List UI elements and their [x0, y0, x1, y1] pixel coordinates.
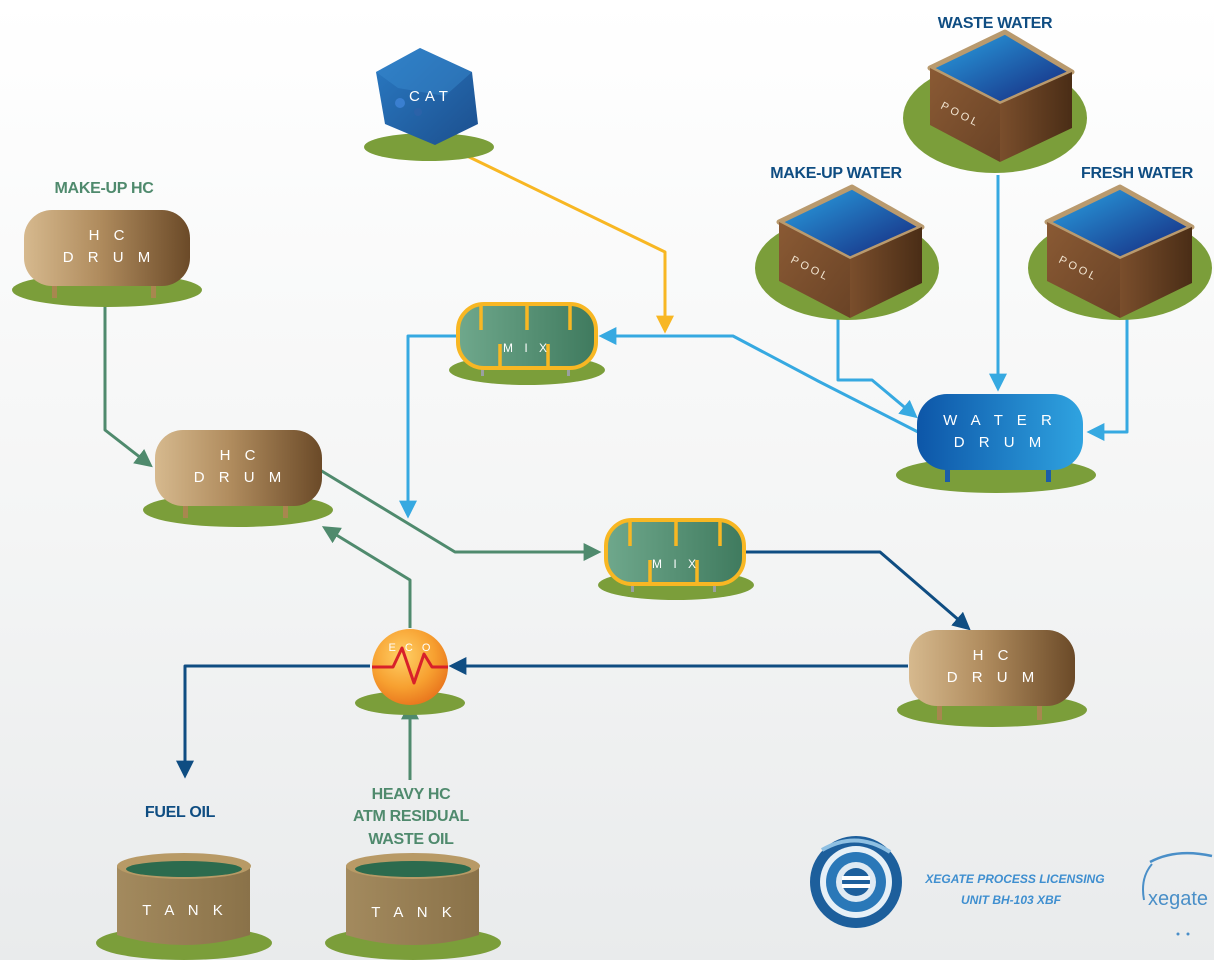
drum-label-line1: W A T E R [943, 412, 1057, 429]
drum-body [24, 210, 190, 286]
licensing-line1: XEGATE PROCESS LICENSING [924, 872, 1104, 886]
mixer-baffles [628, 522, 722, 582]
stream-labels: WASTE WATER MAKE-UP WATER FRESH WATER MA… [55, 15, 1194, 848]
hc-to-mix2-flow-line [319, 468, 602, 561]
mixer-baffles [479, 306, 572, 366]
fresh-water-flow-line [1086, 318, 1129, 441]
pool-side-wall [1120, 227, 1192, 318]
hc-drum-product: H C D R U M [897, 630, 1087, 727]
drum-body [917, 394, 1083, 470]
heavy-hc-tank: T A N K [325, 853, 501, 960]
water-drum: W A T E R D R U M [896, 394, 1096, 493]
hc-drum-main: H C D R U M [143, 430, 333, 527]
pool-side-wall [850, 227, 922, 318]
pool-front-wall [1047, 222, 1120, 318]
footer: XEGATE PROCESS LICENSING UNIT BH-103 XBF… [810, 836, 1213, 936]
fresh-water-pool: POOL [1028, 184, 1212, 320]
catalyst-flow-line [464, 153, 674, 334]
tank-label: T A N K [142, 902, 228, 919]
fuel-oil-tank: T A N K [96, 853, 272, 960]
waste-water-label: WASTE WATER [938, 15, 1053, 32]
xegate-emblem-icon [810, 836, 902, 928]
mixer-label: M I X [503, 341, 551, 355]
logo-wordmark: xegate [1148, 888, 1208, 910]
mixer-body [604, 518, 746, 586]
drum-label-line1: H C [973, 647, 1014, 664]
drum-label-line1: H C [220, 447, 261, 464]
economizer: E C O [355, 629, 465, 715]
pool-side-wall [1000, 72, 1072, 162]
drum-label-line2: D R U M [194, 469, 287, 486]
drum-label-line2: D R U M [947, 669, 1040, 686]
tank-body [346, 866, 479, 945]
drum-body [155, 430, 322, 506]
makeup-hc-drum: H C D R U M [12, 210, 202, 307]
mix1-to-mix2-flow-line [399, 334, 458, 519]
makeup-hc-flow-line [103, 305, 153, 468]
heat-exchange-icon [372, 646, 448, 685]
catalyst-unit: CAT [364, 48, 494, 161]
makeup-water-flow-line [836, 318, 918, 419]
makeup-water-label: MAKE-UP WATER [770, 165, 902, 182]
heavy-hc-label-line3: WASTE OIL [368, 831, 454, 848]
pool-front-wall [930, 68, 1000, 162]
heavy-hc-label-line1: HEAVY HC [372, 786, 452, 803]
tank-liquid [126, 861, 242, 877]
tank-label: T A N K [371, 904, 457, 921]
heavy-hc-label-line2: ATM RESIDUAL [353, 808, 470, 825]
fuel-oil-label: FUEL OIL [145, 804, 216, 821]
eco-to-fuel-oil-flow-line [176, 664, 370, 779]
logo-swoosh-icon [1149, 851, 1213, 864]
economizer-label: E C O [389, 642, 434, 654]
makeup-hc-label: MAKE-UP HC [55, 180, 155, 197]
water-to-mix1-flow-line [598, 327, 919, 434]
tank-body [117, 866, 250, 945]
tank-liquid [355, 861, 471, 877]
xegate-logo: xegate [1142, 851, 1213, 936]
ground-pad [364, 133, 494, 161]
fresh-water-label: FRESH WATER [1081, 165, 1194, 182]
mix2-to-hc-drum3-flow-line [745, 550, 971, 631]
flow-lines [103, 153, 1129, 780]
eco-to-hc-drum-flow-line [321, 526, 412, 628]
drum-label-line2: D R U M [63, 249, 156, 266]
drum-body [909, 630, 1075, 706]
mixer-label: M I X [652, 557, 700, 571]
drum-label-line2: D R U M [954, 434, 1047, 451]
drum-label-line1: H C [89, 227, 130, 244]
makeup-water-pool: POOL [755, 184, 939, 320]
catalyst-label: CAT [409, 88, 453, 105]
pool-front-wall [779, 222, 850, 318]
catalyst-crystal-icon [376, 48, 478, 145]
waste-water-pool: POOL [903, 29, 1087, 173]
licensing-line2: UNIT BH-103 XBF [961, 893, 1062, 907]
mixer-1: M I X [449, 302, 605, 385]
mixer-2: M I X [598, 518, 754, 600]
mixer-body [456, 302, 598, 370]
